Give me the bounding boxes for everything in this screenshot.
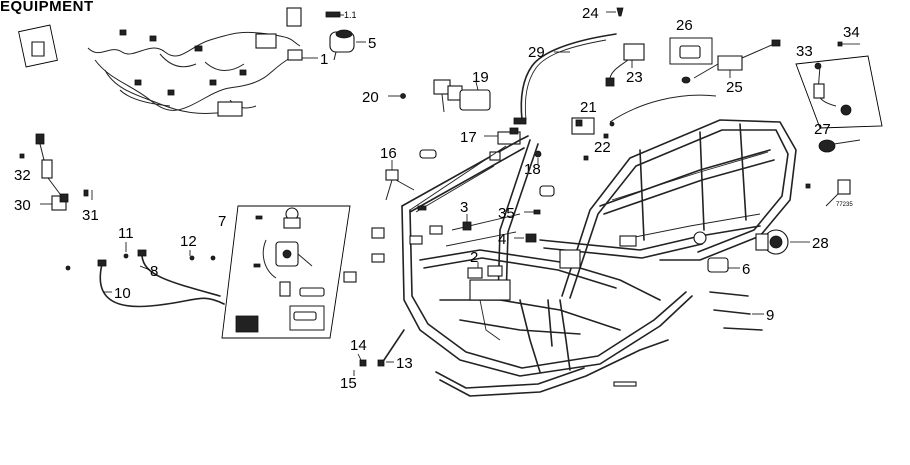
sensor-icon <box>605 43 645 87</box>
callout-24: 24 <box>582 5 599 22</box>
callout-28: 28 <box>812 235 829 252</box>
callout-16: 16 <box>380 145 397 162</box>
callout-33: 33 <box>796 43 813 60</box>
callout-13: 13 <box>396 355 413 372</box>
callout-19: 19 <box>472 69 489 86</box>
callout-12: 12 <box>180 233 197 250</box>
callout-31: 31 <box>82 207 99 224</box>
clamp-icon <box>755 229 789 255</box>
frame-body-icon <box>343 119 797 397</box>
callout-1-1: 1.1 <box>344 10 357 20</box>
page-title: EQUIPMENT <box>0 0 94 15</box>
small-code: 77235 <box>836 202 853 208</box>
callout-9: 9 <box>766 307 774 324</box>
callout-25: 25 <box>726 79 743 96</box>
callout-7: 7 <box>218 213 226 230</box>
horn-icon <box>679 39 781 84</box>
callout-35: 35 <box>498 205 515 222</box>
sensor-icon <box>818 139 861 153</box>
callout-2: 2 <box>470 249 478 266</box>
callout-22: 22 <box>594 139 611 156</box>
bolt-icon <box>377 329 405 367</box>
sensor-icon <box>35 133 69 211</box>
relay-icon <box>571 94 717 135</box>
callout-30: 30 <box>14 197 31 214</box>
callout-6: 6 <box>742 261 750 278</box>
callout-8: 8 <box>150 263 158 280</box>
callout-32: 32 <box>14 167 31 184</box>
callout-34: 34 <box>843 24 860 41</box>
callout-3: 3 <box>460 199 468 216</box>
wire-harness-icon <box>18 7 303 117</box>
callout-5: 5 <box>368 35 376 52</box>
callout-21: 21 <box>580 99 597 116</box>
callout-14: 14 <box>350 337 367 354</box>
clamp-icon <box>497 127 521 145</box>
callout-15: 15 <box>340 375 357 392</box>
cable-icon <box>65 249 225 308</box>
bolt-icon <box>709 291 763 331</box>
callout-17: 17 <box>460 129 477 146</box>
callout-11: 11 <box>118 225 134 242</box>
cable-icon <box>513 33 617 125</box>
callout-20: 20 <box>362 89 379 106</box>
sensor-icon <box>805 179 851 207</box>
ignition-coil-icon <box>329 29 355 61</box>
callout-26: 26 <box>676 17 693 34</box>
callout-27: 27 <box>814 121 831 138</box>
lock-set-icon <box>235 207 325 333</box>
callout-29: 29 <box>528 44 545 61</box>
callout-4: 4 <box>498 231 506 248</box>
callout-10: 10 <box>114 285 131 302</box>
callout-1: 1 <box>320 51 328 68</box>
callout-23: 23 <box>626 69 643 86</box>
relay-icon <box>433 79 491 113</box>
